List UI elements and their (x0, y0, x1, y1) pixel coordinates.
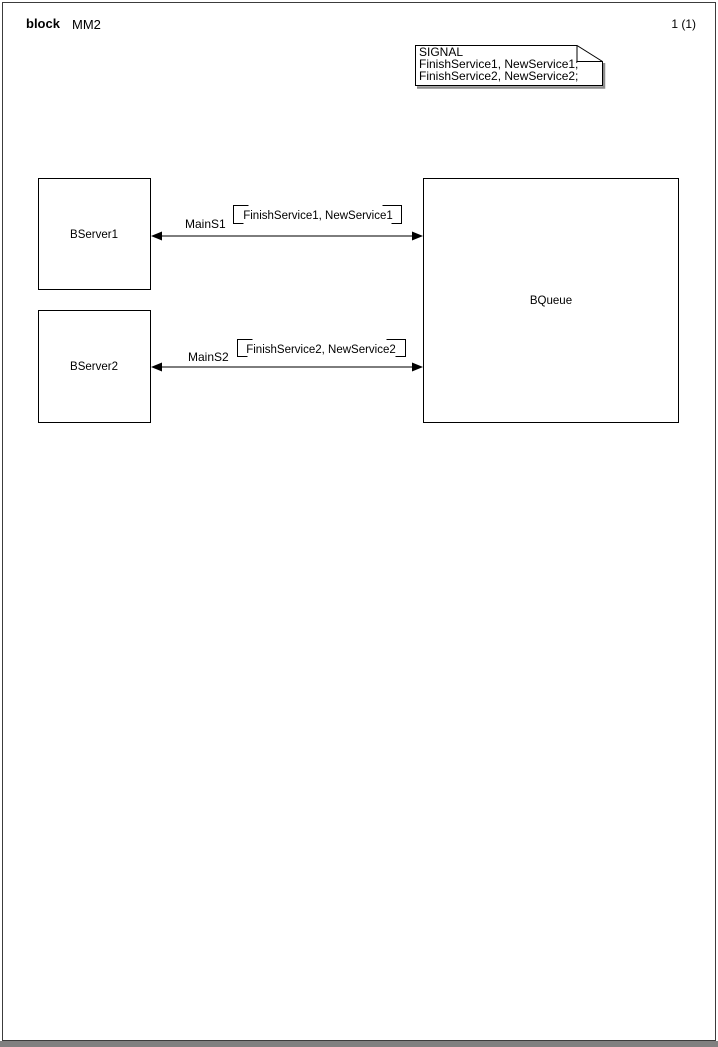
block-bserver1-label: BServer1 (70, 229, 118, 241)
diagram-kind-label: block (26, 16, 61, 31)
channel-mains1-signal-list-left-bracket-icon (233, 205, 249, 224)
block-bqueue[interactable]: BQueue (423, 178, 679, 423)
page-bottom-edge (0, 1041, 718, 1047)
channel-mains2-signal-list: FinishService2, NewService2 (246, 344, 396, 356)
note-line-signals-1: FinishService1, NewService1; (419, 57, 578, 71)
note-line-signals-2: FinishService2, NewService2; (419, 69, 578, 83)
channel-mains1-arrowhead-right-icon (412, 231, 423, 241)
channel-mains1-signal-list-right-bracket-icon (382, 205, 402, 224)
note-line-signal-keyword: SIGNAL (419, 45, 463, 59)
block-bserver2-label: BServer2 (70, 361, 118, 373)
page-number: 1 (1) (671, 17, 696, 31)
channel-mains2-arrowhead-right-icon (412, 362, 423, 372)
note-folded-corner-icon (576, 45, 603, 62)
channel-mains1-name: MainS1 (185, 217, 226, 231)
channel-mains2-signal-list-right-bracket-icon (386, 339, 406, 357)
channel-mains2[interactable]: MainS2 FinishService2, NewService2 (151, 339, 423, 372)
channel-mains1-arrowhead-left-icon (151, 231, 162, 241)
channel-mains1[interactable]: MainS1 FinishService1, NewService1 (151, 205, 423, 241)
channel-mains2-name: MainS2 (188, 350, 229, 364)
block-bserver1-rect[interactable] (38, 178, 151, 290)
block-bqueue-rect[interactable] (423, 178, 679, 423)
block-bserver2[interactable]: BServer2 (38, 310, 151, 423)
block-bqueue-label: BQueue (530, 295, 572, 307)
signal-declaration-note[interactable]: SIGNAL FinishService1, NewService1; Fini… (415, 45, 606, 89)
block-bserver2-rect[interactable] (38, 310, 151, 423)
channel-mains2-arrowhead-left-icon (151, 362, 162, 372)
channel-mains2-signal-list-left-bracket-icon (237, 339, 253, 357)
diagram-title: MM2 (72, 17, 101, 32)
block-bserver1[interactable]: BServer1 (38, 178, 151, 290)
note-outline (415, 45, 603, 86)
channel-mains1-signal-list: FinishService1, NewService1 (243, 210, 393, 222)
note-shadow (417, 63, 606, 89)
